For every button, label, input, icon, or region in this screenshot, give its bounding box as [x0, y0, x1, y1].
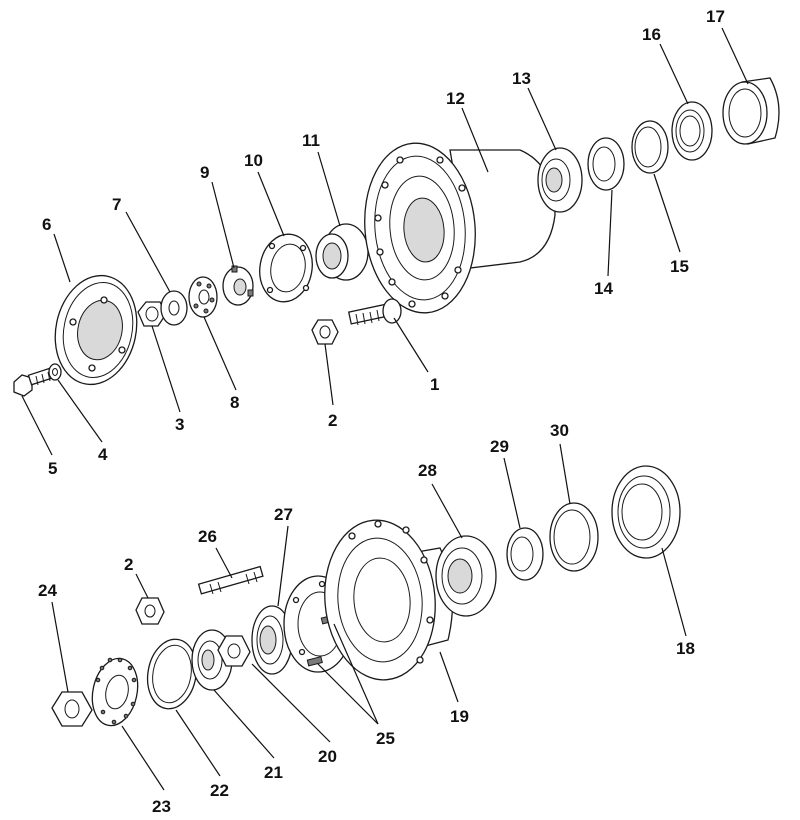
part-2-nut-top [311, 319, 339, 345]
part-20-nut [217, 635, 251, 667]
callout-19: 19 [450, 707, 469, 726]
callout-13: 13 [512, 69, 531, 88]
part-22-ring [146, 638, 198, 710]
part-16-bearing [671, 101, 713, 161]
part-28-bearing [435, 535, 497, 617]
part-29-race [506, 527, 544, 581]
part-9-slotted-nut [222, 265, 254, 306]
callout-16: 16 [642, 25, 661, 44]
part-5-bolt [13, 367, 54, 397]
part-30-seal-ring [549, 502, 599, 572]
callout-25: 25 [376, 729, 395, 748]
callouts-bottom: 2 18 19 20 21 22 23 24 25 26 27 28 29 30 [38, 421, 695, 816]
callout-23: 23 [152, 797, 171, 816]
callout-27: 27 [274, 505, 293, 524]
callout-5: 5 [48, 459, 57, 478]
part-18-bearing [611, 465, 681, 559]
callout-17: 17 [706, 7, 725, 26]
part-23-lock-washer [91, 657, 139, 727]
part-24-nut [51, 691, 93, 727]
callout-10: 10 [244, 151, 263, 170]
part-8-lock-plate [188, 276, 218, 318]
part-10-retainer [259, 233, 313, 303]
callout-26: 26 [198, 527, 217, 546]
callout-12: 12 [446, 89, 465, 108]
callout-3: 3 [175, 415, 184, 434]
callout-21: 21 [264, 763, 283, 782]
callout-1: 1 [430, 375, 439, 394]
part-17-sleeve [722, 77, 780, 145]
callout-20: 20 [318, 747, 337, 766]
callout-11: 11 [302, 131, 320, 150]
callout-24: 24 [38, 581, 57, 600]
callout-6: 6 [42, 215, 51, 234]
callout-2-bottom: 2 [124, 555, 133, 574]
callout-18: 18 [676, 639, 695, 658]
callout-14: 14 [594, 279, 613, 298]
leader-lines [21, 27, 749, 791]
callout-22: 22 [210, 781, 229, 800]
callout-9: 9 [200, 163, 209, 182]
part-6-cover [54, 274, 138, 386]
part-12-hub-housing [364, 142, 556, 314]
callout-7: 7 [112, 195, 121, 214]
callout-15: 15 [670, 257, 689, 276]
part-13-bearing [537, 147, 583, 213]
callout-2-top: 2 [328, 411, 337, 430]
callout-30: 30 [550, 421, 569, 440]
part-26-stud [197, 565, 264, 595]
part-4-washer [48, 363, 62, 381]
callout-29: 29 [490, 437, 509, 456]
callout-4: 4 [98, 445, 108, 464]
part-2-nut-bottom [135, 597, 165, 625]
part-7-washer [160, 290, 188, 326]
part-11-bearing [315, 223, 369, 281]
callouts-top: 1 2 3 4 5 6 7 8 9 10 11 12 13 14 15 16 1… [42, 7, 725, 478]
part-14-race [587, 137, 625, 191]
part-1-stud [347, 298, 402, 326]
part-15-seal-ring [631, 120, 669, 174]
callout-28: 28 [418, 461, 437, 480]
callout-8: 8 [230, 393, 239, 412]
part-27-bearing [251, 605, 293, 675]
